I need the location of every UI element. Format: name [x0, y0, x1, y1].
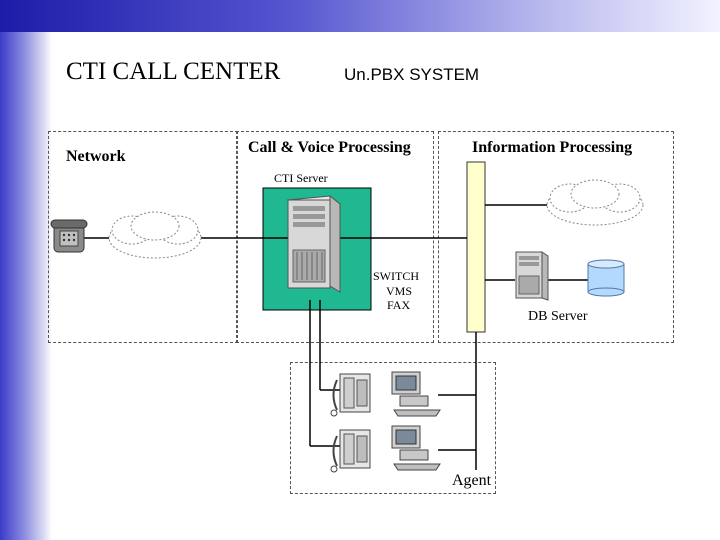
agent-label: Agent: [452, 472, 492, 489]
left-gradient-bar: [0, 0, 52, 540]
information-section-box: [438, 131, 674, 343]
server-icon: [515, 251, 549, 301]
cloud-icon: [108, 211, 202, 259]
network-section-box: [48, 131, 238, 343]
telephone-icon: [50, 219, 88, 253]
db-server-label: DB Server: [528, 309, 588, 324]
information-bus: [466, 161, 486, 333]
desk-phone-icon: [330, 373, 371, 417]
page-title: CTI CALL CENTER: [66, 58, 281, 85]
call-voice-section-box: [236, 131, 434, 343]
page-subtitle: Un.PBX SYSTEM: [344, 65, 480, 84]
cloud-icon: [546, 179, 644, 226]
call-voice-label: Call & Voice Processing: [248, 139, 411, 156]
computer-icon: [391, 371, 441, 417]
agent-section-box: [290, 362, 496, 494]
desk-phone-icon: [330, 429, 371, 473]
computer-icon: [391, 425, 441, 471]
fax-label: FAX: [387, 298, 411, 312]
cti-server-label: CTI Server: [274, 171, 328, 185]
switch-label: SWITCH: [373, 269, 419, 283]
network-label: Network: [66, 148, 126, 165]
top-gradient-bar: [0, 0, 720, 32]
server-icon: [286, 194, 342, 293]
database-icon: [587, 259, 625, 297]
information-label: Information Processing: [472, 139, 633, 156]
vms-label: VMS: [386, 284, 413, 298]
